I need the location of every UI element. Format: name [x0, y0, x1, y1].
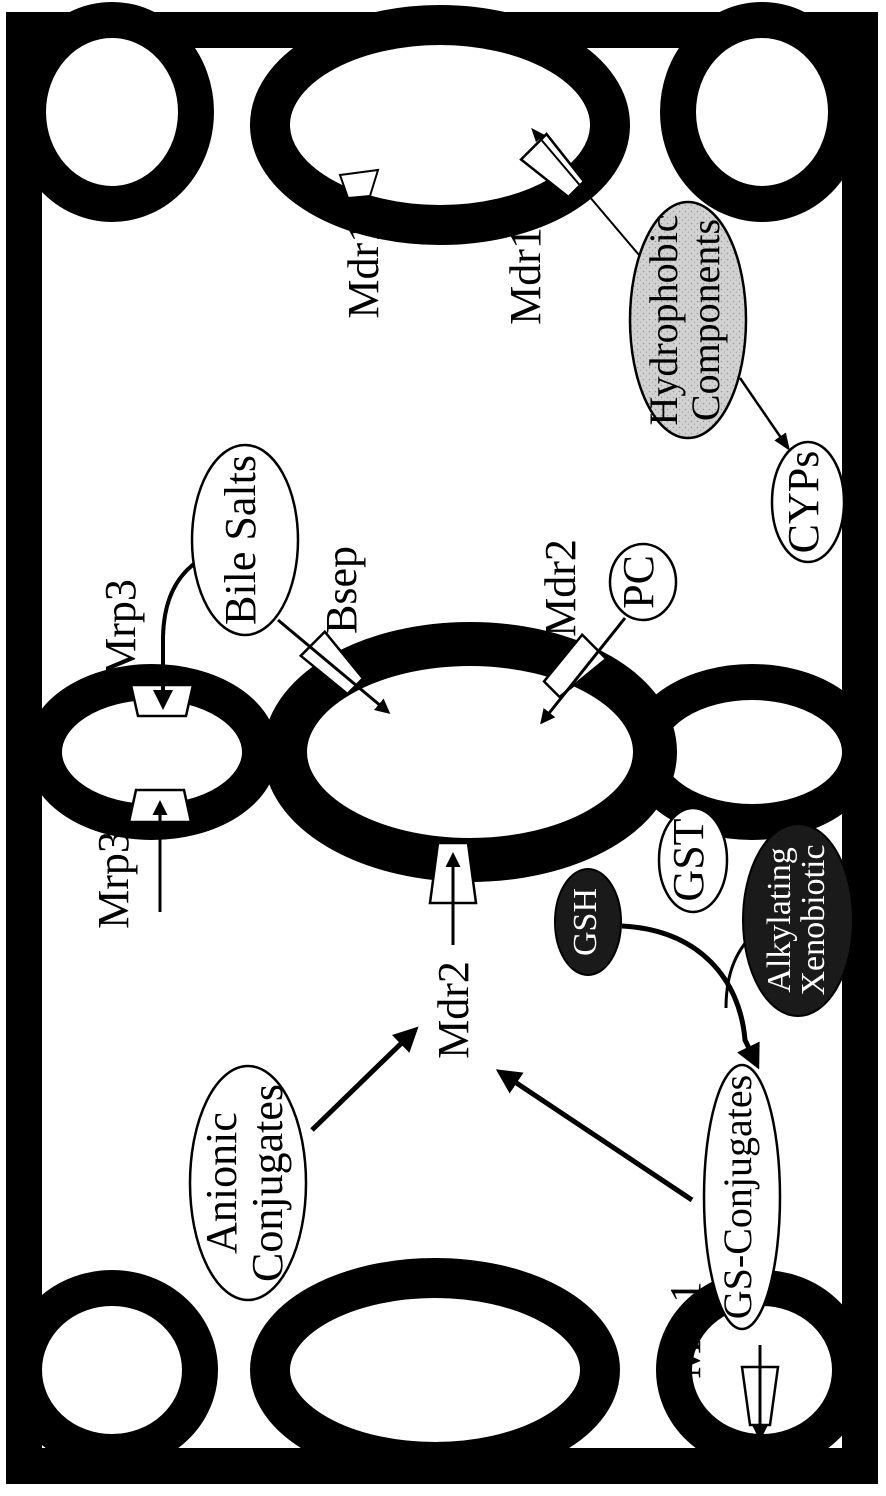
label-mdr1a: Mdr1a — [339, 201, 388, 318]
label-alkylating-line1: Alkylating — [761, 847, 798, 992]
mdr1b-transporter — [519, 132, 586, 199]
gst-node — [657, 806, 729, 914]
mdr1b-arrow — [531, 127, 646, 263]
label-hydrophobic-line1: Hydrophobic — [641, 214, 686, 425]
alkylating-xenobiotic-node — [742, 823, 854, 1017]
gsh-node — [554, 868, 622, 976]
label-mdr2-center: Mdr2 — [429, 961, 478, 1059]
label-anionic-line2: Conjugates — [243, 1084, 292, 1282]
arrow-anionic-to-mdr2 — [310, 1026, 419, 1132]
arrow-gsh-to-gs-conjugates — [621, 923, 760, 1070]
hydrophobic-components-node — [628, 200, 748, 440]
canaliculus-top-row — [10, 2, 864, 245]
mdr1a-transporter — [338, 168, 380, 200]
label-cyps: CYPs — [779, 451, 828, 554]
label-bile-salts: Bile Salts — [216, 455, 265, 625]
bile-salts-node — [190, 443, 300, 637]
arrow-pc-to-canaliculus — [540, 617, 627, 725]
label-gst: GST — [664, 818, 713, 901]
labels: Mdr1a Mdr1b Hydrophobic Components CYPs … — [89, 201, 832, 1379]
label-mrp3-top: Mrp3 — [96, 579, 145, 677]
canaliculus-top-left — [10, 2, 214, 222]
gs-conjugates-node — [702, 1063, 782, 1331]
label-hydrophobic-line2: Components — [683, 219, 728, 421]
canaliculus-middle-row — [26, 622, 878, 882]
anionic-conjugates-node — [188, 1064, 308, 1302]
canaliculus-top-right — [660, 2, 864, 222]
canaliculus-bot-center — [250, 1258, 620, 1482]
label-mrp3-left: Mrp3 — [89, 831, 138, 929]
arrow-bile-salts-to-canaliculus — [277, 618, 391, 714]
label-anionic-line1: Anionic — [197, 1112, 246, 1254]
canaliculus-bot-left — [6, 1270, 218, 1470]
label-mdr1b: Mdr1b — [501, 205, 550, 325]
label-mdr2-top: Mdr2 — [536, 539, 585, 637]
arrows — [152, 377, 790, 1441]
label-alkylating-line2: Xenobiotic — [795, 844, 832, 995]
arrow-hydrophobic-to-cyps — [738, 377, 790, 451]
arrow-gs-conjugates-to-mdr2 — [495, 1069, 694, 1203]
label-gs-conjugates: GS-Conjugates — [715, 1075, 760, 1319]
label-gsh: GSH — [567, 888, 604, 956]
label-mrp1: Mrp1 — [661, 1281, 710, 1379]
label-bsep: Bsep — [317, 546, 366, 634]
label-pc: PC — [614, 555, 663, 609]
pc-node — [608, 542, 678, 622]
canaliculus-top-center — [250, 5, 630, 245]
cyps-node — [770, 440, 846, 564]
